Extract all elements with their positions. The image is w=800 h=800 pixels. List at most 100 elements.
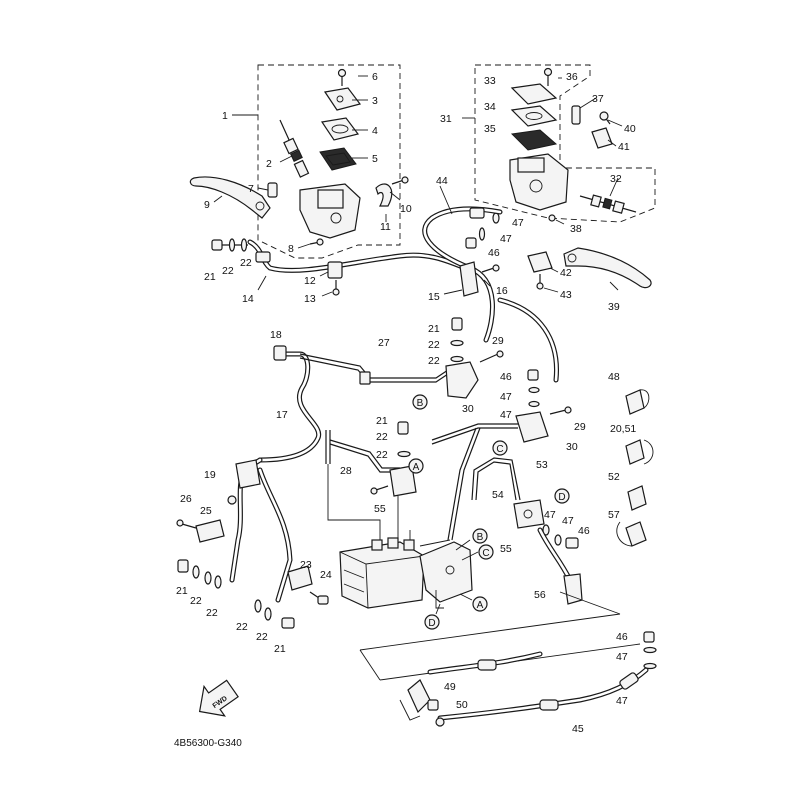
callout-9: 9 [204,199,210,211]
callout-47: 47 [512,217,524,229]
callout-22: 22 [428,355,440,367]
callout-1: 1 [222,110,228,122]
callout-20-51: 20,51 [610,423,636,435]
callout-26: 26 [180,493,192,505]
brake-lever-left [189,176,271,219]
callout-21: 21 [204,271,216,283]
callout-45: 45 [572,723,584,735]
brake-hose-rear-right [497,297,559,383]
callout-56: 56 [534,589,546,601]
banjo-stack-lower-right [643,631,657,670]
callout-18: 18 [270,329,282,341]
callout-21: 21 [428,323,440,335]
callout-10: 10 [400,203,412,215]
callout-46: 46 [500,371,512,383]
pipe-connection-lines [327,464,451,547]
callout-31: 31 [440,113,452,125]
callout-52: 52 [608,471,620,483]
callout-22: 22 [376,431,388,443]
letter-C: C [496,444,503,455]
leader-lines [213,75,623,297]
callout-47: 47 [616,651,628,663]
banjo-bolt-rear-top [465,227,486,249]
callout-16: 16 [496,285,508,297]
letter-C: C [482,548,489,559]
callout-37: 37 [592,93,604,105]
callout-13: 13 [304,293,316,305]
callout-12: 12 [304,275,316,287]
callout-22: 22 [240,257,252,269]
callout-48: 48 [608,371,620,383]
callout-27: 27 [378,337,390,349]
callout-57: 57 [608,509,620,521]
callout-15: 15 [428,291,440,303]
joint-block-30-upper [445,350,504,399]
callout-54: 54 [492,489,504,501]
brake-hose-44 [422,206,503,343]
letter-B: B [477,532,484,543]
callout-50: 50 [456,699,468,711]
letter-B: B [417,398,424,409]
callout-14: 14 [242,293,254,305]
callout-23: 23 [300,559,312,571]
callout-55: 55 [500,543,512,555]
callout-19: 19 [204,469,216,481]
callout-46: 46 [488,247,500,259]
callout-33: 33 [484,75,496,87]
rear-master-cylinder-assembly [462,64,656,224]
brake-pipe-53 [431,369,572,541]
callout-22: 22 [190,595,202,607]
connector-C-upper [492,440,508,456]
right-clips [616,389,654,547]
callout-labels: 1 2 3 4 5 6 7 8 9 10 11 12 13 14 15 16 1… [176,71,636,735]
banjo-stack-center [450,317,464,363]
banjo-block-55 [370,421,417,497]
callout-11: 11 [380,221,391,233]
callout-41: 41 [618,141,630,153]
callout-46: 46 [616,631,628,643]
connector-B-lower [472,528,488,544]
callout-4: 4 [372,125,378,137]
callout-5: 5 [372,153,378,165]
callout-3: 3 [372,95,378,107]
callout-53: 53 [536,459,548,471]
callout-30: 30 [566,441,578,453]
callout-22: 22 [256,631,268,643]
callout-22: 22 [206,607,218,619]
callout-22: 22 [376,449,388,461]
callout-39: 39 [608,301,620,313]
brake-hose-14 [247,239,473,273]
callout-21: 21 [176,585,188,597]
callout-22: 22 [428,339,440,351]
callout-49: 49 [444,681,456,693]
callout-38: 38 [570,223,582,235]
callout-47: 47 [500,391,512,403]
brake-hose-56 [537,527,583,605]
callout-42: 42 [560,267,572,279]
callout-47: 47 [562,515,574,527]
callout-28: 28 [340,465,352,477]
callout-40: 40 [624,123,636,135]
sensor-bracket-49-50 [399,679,445,727]
front-left-hoses [176,457,329,605]
callout-47: 47 [544,509,556,521]
connector-A-upper [408,458,424,474]
letter-A: A [413,462,420,473]
brake-pipe-54 [471,457,521,501]
brake-pipe-28 [325,430,400,473]
connector-B-upper [412,394,428,410]
callout-29: 29 [574,421,586,433]
connector-D-upper [554,488,570,504]
banjo-bolt-front-left [211,238,248,252]
callout-29: 29 [492,335,504,347]
brake-hose-45 [427,651,649,721]
callout-44: 44 [436,175,448,187]
brake-pipe-17 [257,345,322,463]
brake-lever-right [563,247,652,289]
connection-letter-labels: B A C D B C A D [413,398,566,629]
callout-6: 6 [372,71,378,83]
callout-47: 47 [500,409,512,421]
letter-A: A [477,600,484,611]
callout-21: 21 [274,643,286,655]
